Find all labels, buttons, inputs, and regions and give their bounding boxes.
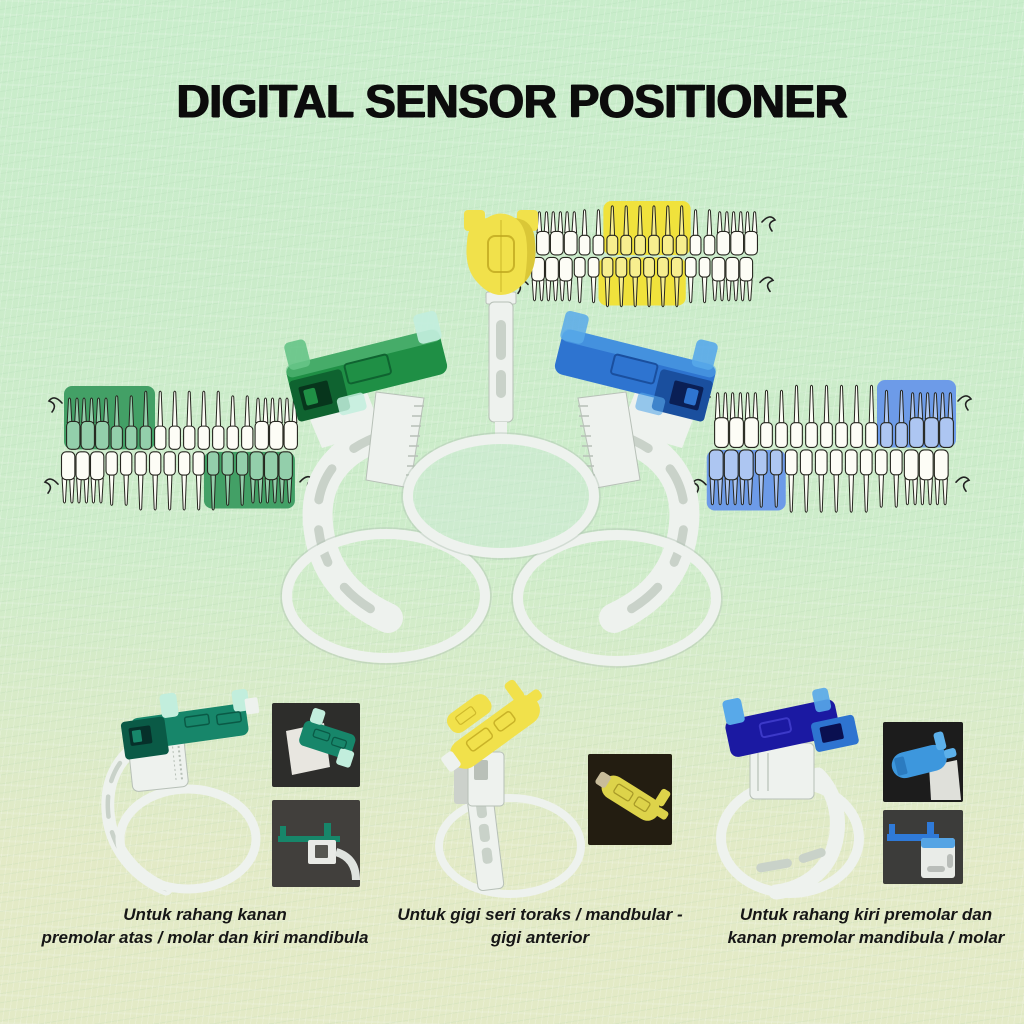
navy-bite-block bbox=[722, 687, 859, 757]
teeth-charts-layer bbox=[43, 201, 973, 513]
poster-title: DIGITAL SENSOR POSITIONER bbox=[176, 75, 848, 127]
green-biteblock-closeup-photo bbox=[272, 703, 360, 787]
yellow-bite-block bbox=[464, 210, 538, 295]
green-product-caption: Untuk rahang kanan premolar atas / molar… bbox=[30, 903, 380, 950]
yellow-product-caption: Untuk gigi seri toraks / mandbular - gig… bbox=[395, 903, 685, 950]
caption-line: gigi anterior bbox=[490, 928, 590, 948]
yellow-product-photo bbox=[435, 679, 585, 898]
green-product-photo bbox=[101, 688, 261, 896]
caption-line: premolar atas / molar dan kiri mandibula bbox=[41, 928, 369, 948]
yellow-bite-block-photo bbox=[441, 679, 542, 772]
green-positioner-illustration bbox=[280, 310, 492, 665]
blue-biteblock-closeup-photo bbox=[883, 722, 963, 802]
caption-line: kanan premolar mandibula / molar bbox=[727, 928, 1005, 948]
green-arm-closeup-photo bbox=[272, 800, 360, 887]
blue-product-photo bbox=[716, 687, 864, 900]
hero-illustration bbox=[43, 201, 973, 668]
yellow-positioner-illustration bbox=[401, 210, 601, 560]
caption-line: Untuk rahang kanan bbox=[123, 905, 287, 924]
green-bite-block bbox=[284, 310, 448, 422]
caption-line: Untuk gigi seri toraks / mandbular - bbox=[397, 905, 683, 924]
blue-arm-closeup-photo bbox=[883, 810, 963, 884]
blue-product-caption: Untuk rahang kiri premolar dan kanan pre… bbox=[716, 903, 1016, 950]
anterior-teeth-chart bbox=[513, 201, 777, 308]
teal-bite-block bbox=[120, 688, 260, 760]
upper-left-lower-right-teeth-chart bbox=[691, 380, 973, 513]
yellow-biteblock-closeup-photo bbox=[588, 754, 672, 845]
blue-bite-block bbox=[554, 310, 718, 422]
upper-right-lower-left-teeth-chart bbox=[43, 386, 317, 511]
caption-line: Untuk rahang kiri premolar dan bbox=[739, 905, 993, 924]
blue-positioner-illustration bbox=[511, 310, 723, 668]
